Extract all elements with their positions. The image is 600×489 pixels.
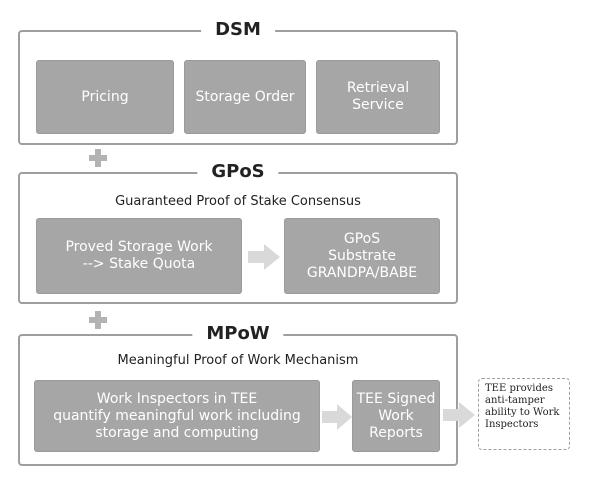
gpos-title: GPoS <box>197 160 279 184</box>
pricing-box: Pricing <box>36 60 174 134</box>
storage-order-box: Storage Order <box>184 60 306 134</box>
right-arrow-icon <box>248 244 280 270</box>
tee-note: TEE provides anti-tamper ability to Work… <box>478 378 570 450</box>
tee-note-text: TEE provides anti-tamper ability to Work… <box>485 383 560 430</box>
mpow-frame: MPoW Meaningful Proof of Work Mechanism … <box>18 322 458 466</box>
plus-icon <box>89 311 107 329</box>
dsm-frame: DSM Pricing Storage Order Retrieval Serv… <box>18 18 458 145</box>
storage-order-label: Storage Order <box>195 88 295 105</box>
right-arrow-icon <box>443 402 475 428</box>
proved-storage-work-label: Proved Storage Work --> Stake Quota <box>65 239 213 272</box>
mpow-subtitle: Meaningful Proof of Work Mechanism <box>117 353 359 368</box>
work-inspectors-box: Work Inspectors in TEE quantify meaningf… <box>34 380 320 452</box>
plus-icon <box>89 149 107 167</box>
retrieval-service-label: Retrieval Service <box>346 80 410 113</box>
gpos-frame: GPoS Guaranteed Proof of Stake Consensus… <box>18 160 458 304</box>
pricing-label: Pricing <box>81 88 129 105</box>
retrieval-service-box: Retrieval Service <box>316 60 440 134</box>
gpos-substrate-label: GPoS Substrate GRANDPA/BABE <box>306 230 418 281</box>
work-inspectors-label: Work Inspectors in TEE quantify meaningf… <box>53 390 301 441</box>
proved-storage-work-box: Proved Storage Work --> Stake Quota <box>36 218 242 294</box>
right-arrow-icon <box>322 404 352 430</box>
gpos-subtitle: Guaranteed Proof of Stake Consensus <box>115 194 361 209</box>
dsm-title: DSM <box>201 18 275 42</box>
mpow-title: MPoW <box>192 322 284 346</box>
gpos-substrate-box: GPoS Substrate GRANDPA/BABE <box>284 218 440 294</box>
tee-signed-reports-box: TEE Signed Work Reports <box>352 380 440 452</box>
tee-signed-reports-label: TEE Signed Work Reports <box>356 390 436 441</box>
